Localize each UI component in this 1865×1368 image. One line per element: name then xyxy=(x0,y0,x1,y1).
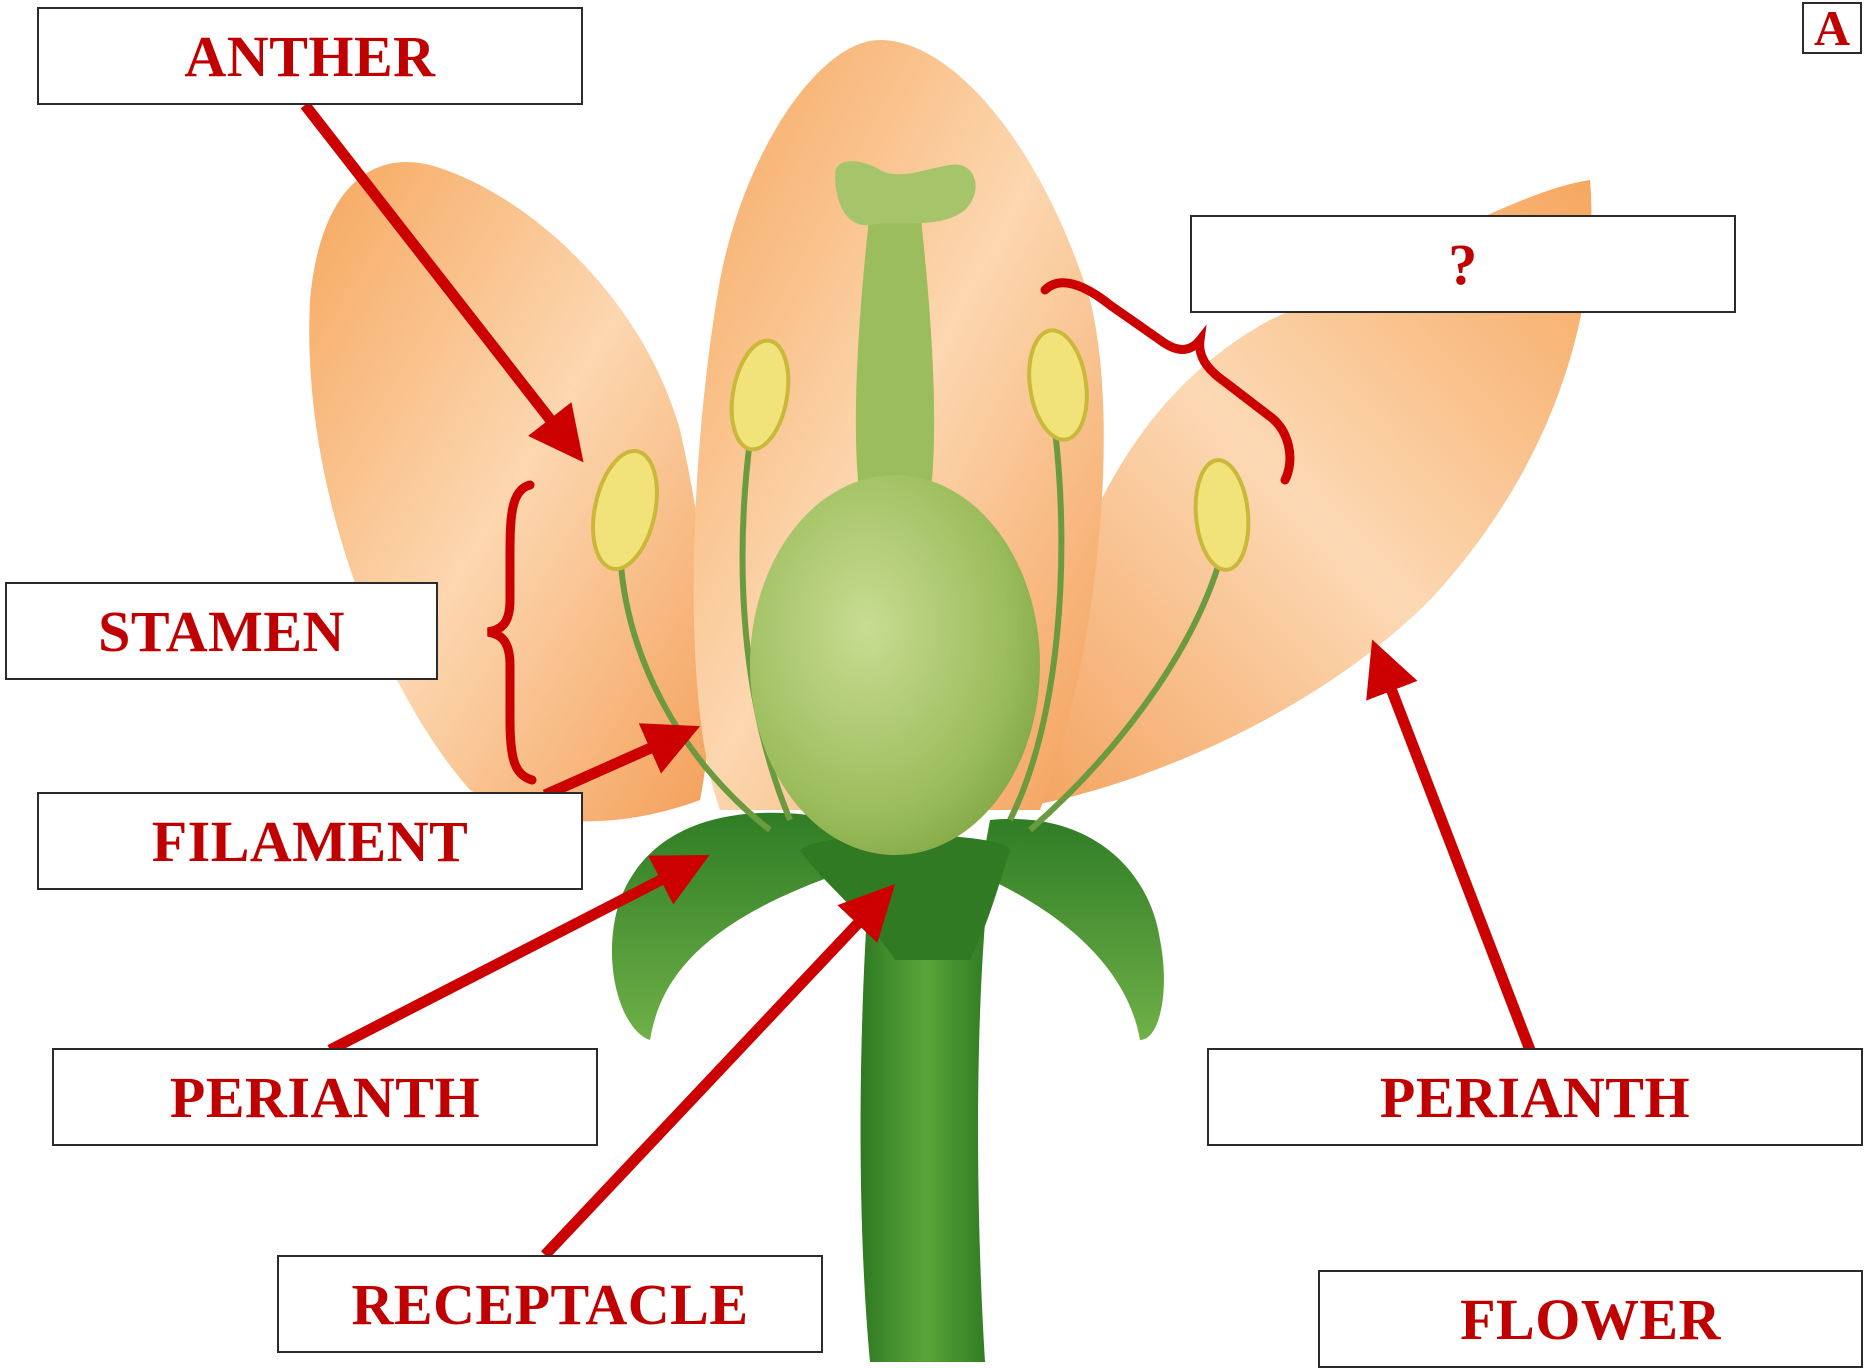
style xyxy=(856,210,934,500)
label-unknown: ? xyxy=(1190,215,1736,313)
label-stamen: STAMEN xyxy=(5,582,438,680)
label-filament: FILAMENT xyxy=(37,792,583,890)
label-receptacle: RECEPTACLE xyxy=(277,1255,823,1353)
label-flower: FLOWER xyxy=(1318,1270,1863,1368)
ovary xyxy=(750,475,1040,855)
label-anther: ANTHER xyxy=(37,7,583,105)
arrow-perianth-right xyxy=(1380,660,1530,1050)
label-perianth-right: PERIANTH xyxy=(1207,1048,1863,1146)
label-perianth-left: PERIANTH xyxy=(52,1048,598,1146)
corner-badge: A xyxy=(1802,2,1862,54)
